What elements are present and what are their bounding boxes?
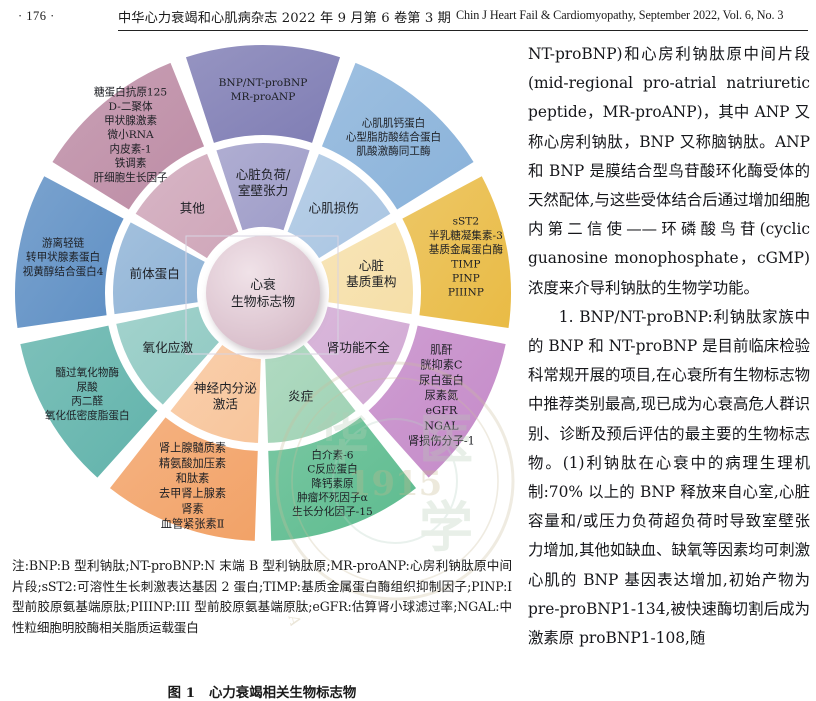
inner-label-precursor-protein: 前体蛋白 [129,265,179,280]
article-body-column: NT-proBNP)和心房利钠肽原中间片段(mid-regional pro-a… [528,40,810,653]
inner-label-myocardial-injury: 心肌损伤 [309,200,359,215]
inner-label-oxidative-stress: 氧化应激 [143,340,194,355]
sector-outer-matrix-remodeling [402,176,512,328]
sector-outer-neuroendocrine-activation [109,417,258,541]
sector-outer-oxidative-stress [20,325,158,478]
sector-outer-myocardial-injury [321,62,474,210]
inner-label-inflammation: 炎症 [288,388,314,403]
inner-label-others: 其他 [180,200,206,215]
body-paragraph-1: NT-proBNP)和心房利钠肽原中间片段(mid-regional pro-a… [528,45,810,297]
journal-title-cn: 中华心力衰竭和心肌病杂志 2022 年 9 月第 6 卷第 3 期 [118,11,451,26]
sector-inner-matrix-remodeling [321,222,413,315]
figure-caption-text: 心力衰竭相关生物标志物 [209,685,357,701]
sector-inner-cardiac-load [216,143,310,231]
inner-label-matrix-remodeling: 心脏基质重构 [346,257,396,288]
sector-outer-others [52,62,205,210]
outer-label-myocardial-injury: 心肌肌钙蛋白心型脂肪酸结合蛋白肌酸激酶同工酶 [346,116,441,157]
core-circle [206,236,320,350]
sector-outer-precursor-protein [14,176,124,328]
header-rule [118,30,808,31]
journal-title-en: Chin J Heart Fail & Cardiomyopathy, Sept… [456,8,784,22]
figure-caption-number: 图 1 [167,685,196,701]
inner-label-renal-insufficiency: 肾功能不全 [327,340,390,355]
sector-outer-renal-insufficiency [368,325,506,478]
sector-outer-cardiac-load [185,44,341,143]
outer-label-neuroendocrine-activation: 肾上腺髓质素精氨酸加压素和肽素去甲肾上腺素肾素血管紧张素Ⅱ [159,441,226,531]
sector-inner-others [135,153,239,259]
core-guide-box [185,235,339,355]
figure-caption: 图 1 心力衰竭相关生物标志物 [12,681,512,701]
inner-label-neuroendocrine-activation: 神经内分泌激活 [194,380,257,411]
outer-label-precursor-protein: 游离轻链转甲状腺素蛋白视黄醇结合蛋白4 [23,237,104,278]
sector-inner-neuroendocrine-activation [170,344,261,443]
outer-label-oxidative-stress: 髓过氧化物酶尿酸丙二醛氧化低密度脂蛋白 [45,366,130,422]
core-label: 心衰生物标志物 [231,277,295,310]
sector-inner-oxidative-stress [116,306,219,405]
sector-inner-renal-insufficiency [307,306,410,405]
running-head: · 176 · 中华心力衰竭和心肌病杂志 2022 年 9 月第 6 卷第 3 … [0,4,816,34]
sector-outer-inflammation [268,417,417,541]
inner-label-cardiac-load: 心脏负荷/室壁张力 [236,167,291,198]
page-number: · 176 · [18,9,55,23]
sector-inner-inflammation [265,344,356,443]
body-paragraph-2: 1. BNP/NT-proBNP:利钠肽家族中的 BNP 和 NT-proBNP… [528,307,810,648]
sector-inner-precursor-protein [113,222,205,315]
sector-inner-myocardial-injury [287,153,391,259]
figure-note: 注:BNP:B 型利钠肽;NT-proBNP:N 末端 B 型利钠肽原;MR-p… [12,558,512,635]
